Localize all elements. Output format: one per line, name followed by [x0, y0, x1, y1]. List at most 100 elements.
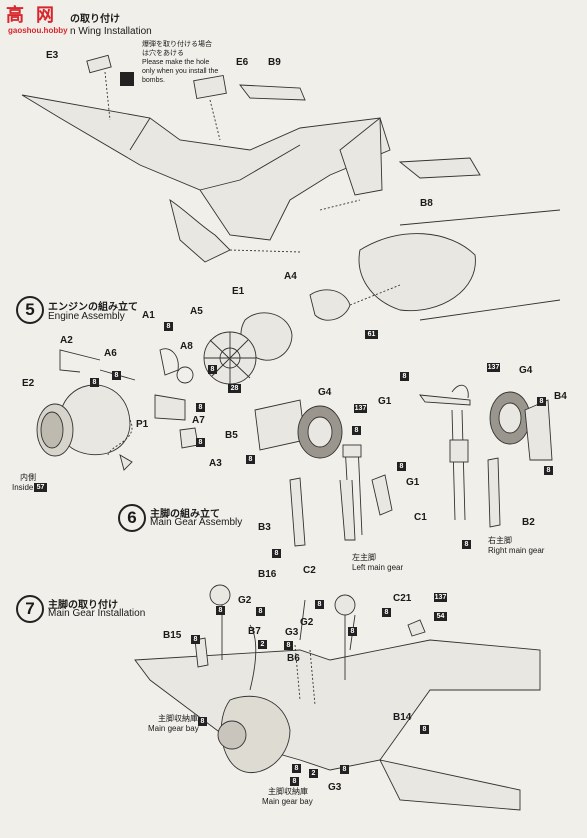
part-label: B15 [163, 630, 182, 641]
part-label: C1 [414, 512, 427, 523]
step-5-jp: エンジンの組み立て [48, 302, 138, 313]
part-label: B2 [522, 517, 535, 528]
part-label: G3 [328, 782, 342, 793]
paint-code-badge: 8 [216, 606, 225, 615]
part-label: E1 [232, 286, 245, 297]
paint-code-badge: 54 [434, 612, 447, 621]
paint-code-badge: 8 [272, 549, 281, 558]
paint-code-badge: 8 [397, 462, 406, 471]
paint-code-badge: 8 [348, 627, 357, 636]
header-jp: の取り付け [70, 14, 120, 25]
part-label: A2 [60, 335, 73, 346]
part-label: B16 [258, 569, 277, 580]
part-label: A6 [104, 348, 117, 359]
note-line: は穴をあける [142, 50, 184, 57]
part-label: G3 [285, 627, 299, 638]
step-7-en: Main Gear Installation [48, 608, 146, 619]
paint-code-badge: 8 [191, 635, 200, 644]
note-line: 爆弾を取り付ける場合 [142, 41, 212, 48]
bomb-note: 爆弾を取り付ける場合 は穴をあける Please make the hole o… [142, 40, 218, 85]
paint-code-badge: 61 [365, 330, 378, 339]
paint-code-badge: 8 [290, 777, 299, 786]
left-gear-jp: 左主脚 [352, 553, 376, 562]
bay-caption-en: Main gear bay [262, 797, 313, 806]
paint-code-badge: 8 [352, 426, 361, 435]
part-label: G4 [519, 365, 533, 376]
paint-code-badge: 8 [382, 608, 391, 617]
right-gear-jp: 右主脚 [488, 536, 512, 545]
part-label: E6 [236, 57, 249, 68]
note-line: Please make the hole [142, 59, 210, 66]
step-6-en: Main Gear Assembly [150, 517, 243, 528]
part-label: B7 [248, 626, 261, 637]
paint-code-badge: 137 [354, 404, 367, 413]
paint-code-badge: 8 [462, 540, 471, 549]
part-label: A5 [190, 306, 203, 317]
paint-code-badge: 28 [228, 384, 241, 393]
step-5-number: 5 [16, 296, 44, 324]
part-label: P1 [136, 419, 149, 430]
part-label: G4 [318, 387, 332, 398]
paint-code-badge: 8 [537, 397, 546, 406]
part-label: G2 [300, 617, 314, 628]
part-label: A4 [284, 271, 297, 282]
bay-caption-en: Main gear bay [148, 724, 199, 733]
paint-code-badge: 8 [208, 365, 217, 374]
watermark-brand: 高 [6, 5, 24, 25]
part-label: B3 [258, 522, 271, 533]
part-label: G1 [406, 477, 420, 488]
part-label: G2 [238, 595, 252, 606]
drill-hole-icon [120, 72, 134, 86]
inside-caption-en: Inside [12, 483, 34, 492]
step-6-number: 6 [118, 504, 146, 532]
paint-code-badge: 8 [256, 607, 265, 616]
inside-caption-jp: 内側 [20, 473, 36, 482]
part-label: A7 [192, 415, 205, 426]
step-7-jp: 主脚の取り付け [48, 600, 118, 611]
paint-code-badge: 8 [420, 725, 429, 734]
part-label: B4 [554, 391, 567, 402]
bay-caption-jp: 主脚収納庫 [158, 714, 198, 723]
watermark-url: gaoshou.hobby [8, 26, 68, 35]
part-label: A8 [180, 341, 193, 352]
paint-code-badge: 2 [258, 640, 267, 649]
paint-code-badge: 8 [196, 403, 205, 412]
paint-code-badge: 8 [90, 378, 99, 387]
paint-code-badge: 57 [34, 483, 47, 492]
part-label: E2 [22, 378, 35, 389]
bay-caption-jp: 主脚収納庫 [268, 787, 308, 796]
paint-code-badge: 8 [164, 322, 173, 331]
paint-code-badge: 137 [487, 363, 500, 372]
part-label: B5 [225, 430, 238, 441]
note-line: only when you install the [142, 68, 219, 75]
part-label: C2 [303, 565, 316, 576]
step-5-en: Engine Assembly [48, 311, 125, 322]
part-label: G1 [378, 396, 392, 407]
part-label: B8 [420, 198, 433, 209]
paint-code-badge: 8 [284, 641, 293, 650]
part-label: E3 [46, 50, 59, 61]
paint-code-badge: 8 [112, 371, 121, 380]
paint-code-badge: 8 [400, 372, 409, 381]
paint-code-badge: 8 [292, 764, 301, 773]
paint-code-badge: 8 [315, 600, 324, 609]
part-label: A3 [209, 458, 222, 469]
paint-code-badge: 8 [246, 455, 255, 464]
paint-code-badge: 8 [196, 438, 205, 447]
part-label: B6 [287, 653, 300, 664]
note-line: bombs. [142, 77, 165, 84]
paint-code-badge: 8 [544, 466, 553, 475]
part-label: B14 [393, 712, 412, 723]
part-label: B9 [268, 57, 281, 68]
step-6-jp: 主脚の組み立て [150, 509, 220, 520]
step-7-number: 7 [16, 595, 44, 623]
right-gear-en: Right main gear [488, 546, 545, 555]
paint-code-badge: 8 [198, 717, 207, 726]
paint-code-badge: 8 [340, 765, 349, 774]
watermark-brand-2: 网 [36, 5, 54, 25]
part-label: A1 [142, 310, 155, 321]
paint-code-badge: 2 [309, 769, 318, 778]
header-en: n Wing Installation [70, 26, 152, 37]
